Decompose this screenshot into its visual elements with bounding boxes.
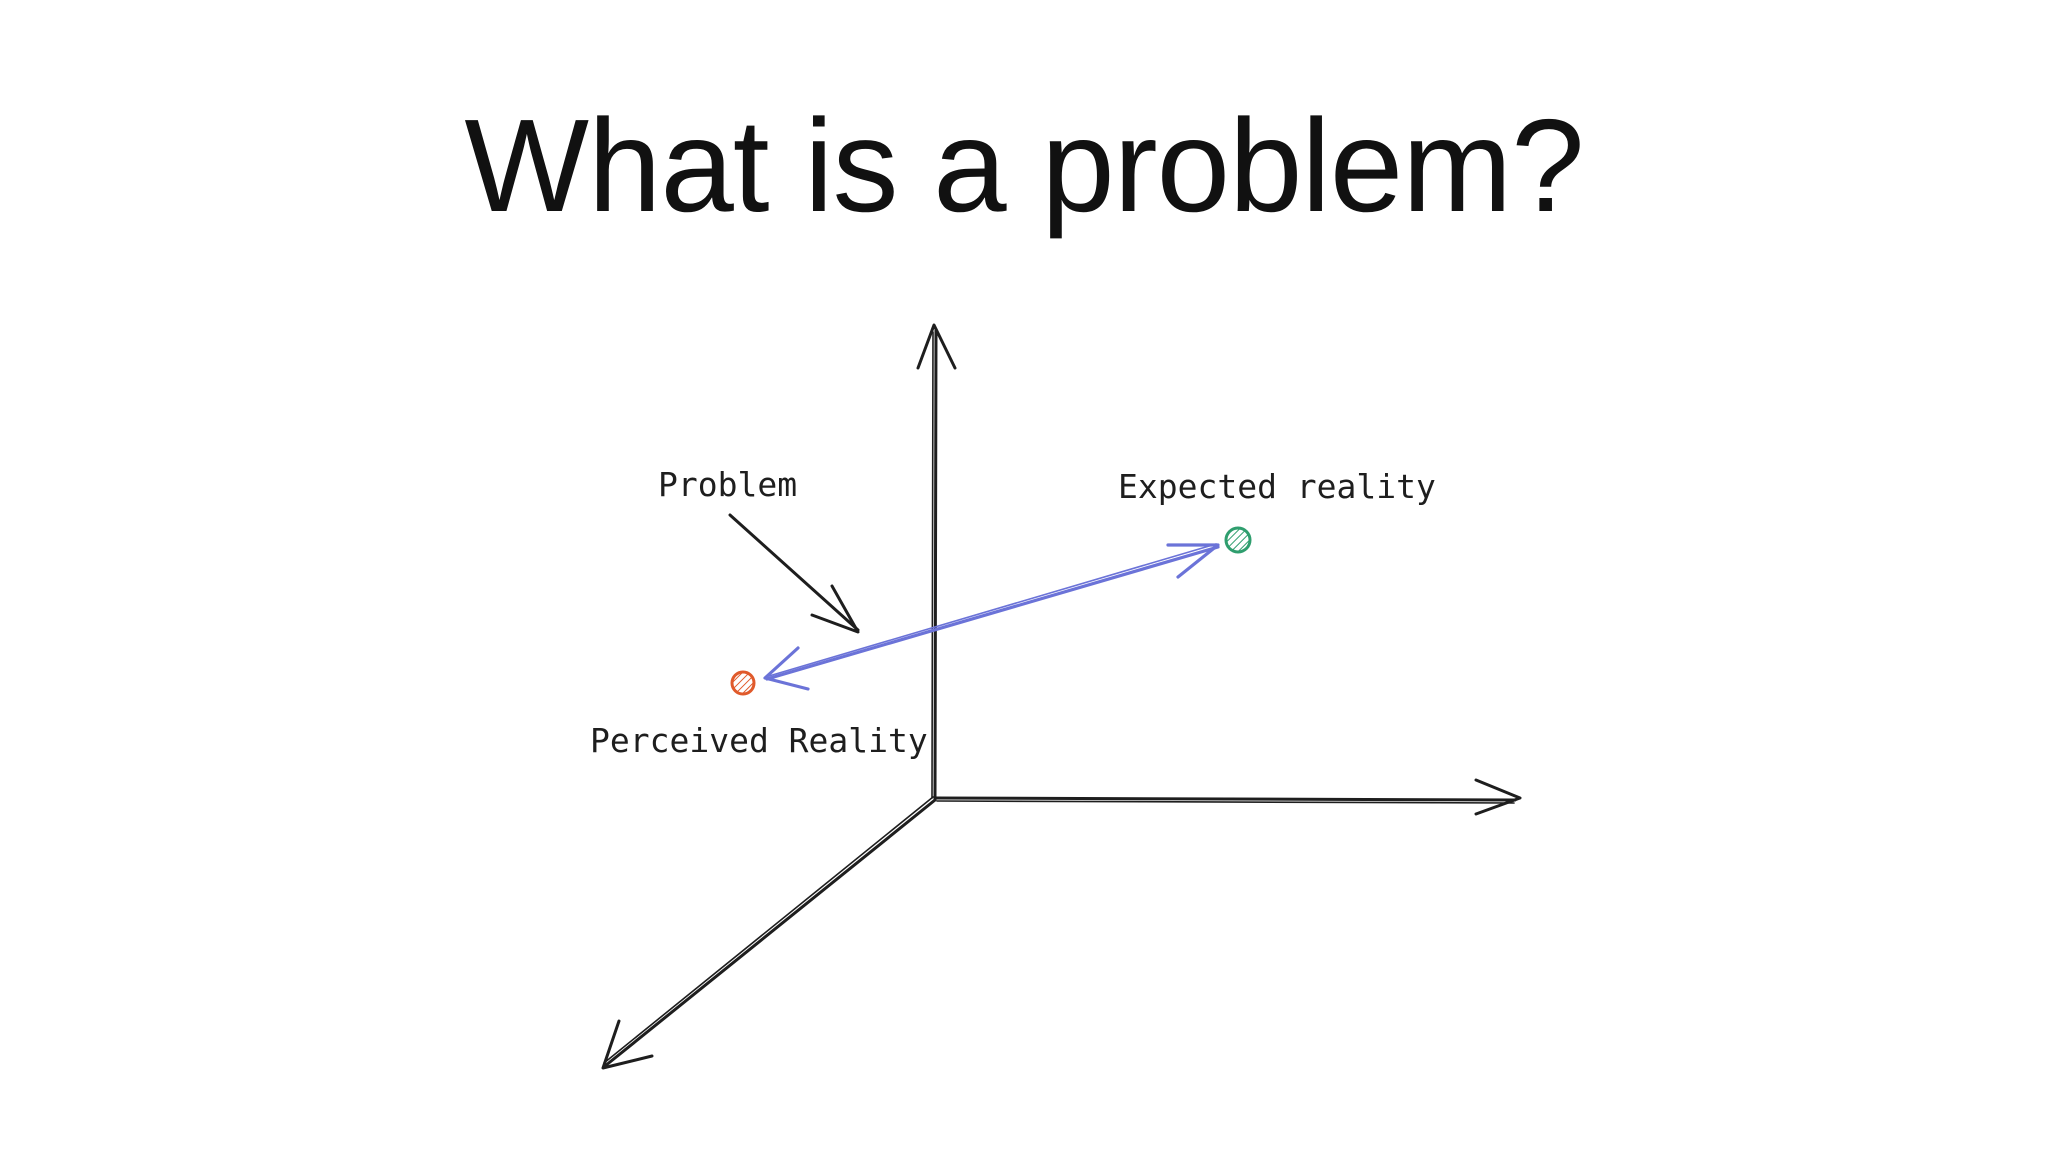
perceived-reality-point <box>730 670 756 696</box>
expected-reality-point <box>1224 526 1252 554</box>
perceived-reality-label: Perceived Reality <box>590 721 928 760</box>
problem-label: Problem <box>658 465 797 504</box>
horizontal-axis <box>933 778 1522 816</box>
problem-pointer-arrow <box>728 513 860 634</box>
vertical-axis <box>916 323 957 802</box>
depth-axis <box>601 796 937 1070</box>
reality-gap-arrow <box>763 543 1220 691</box>
slide-title: What is a problem? <box>464 92 1584 239</box>
expected-reality-label: Expected reality <box>1118 467 1436 506</box>
